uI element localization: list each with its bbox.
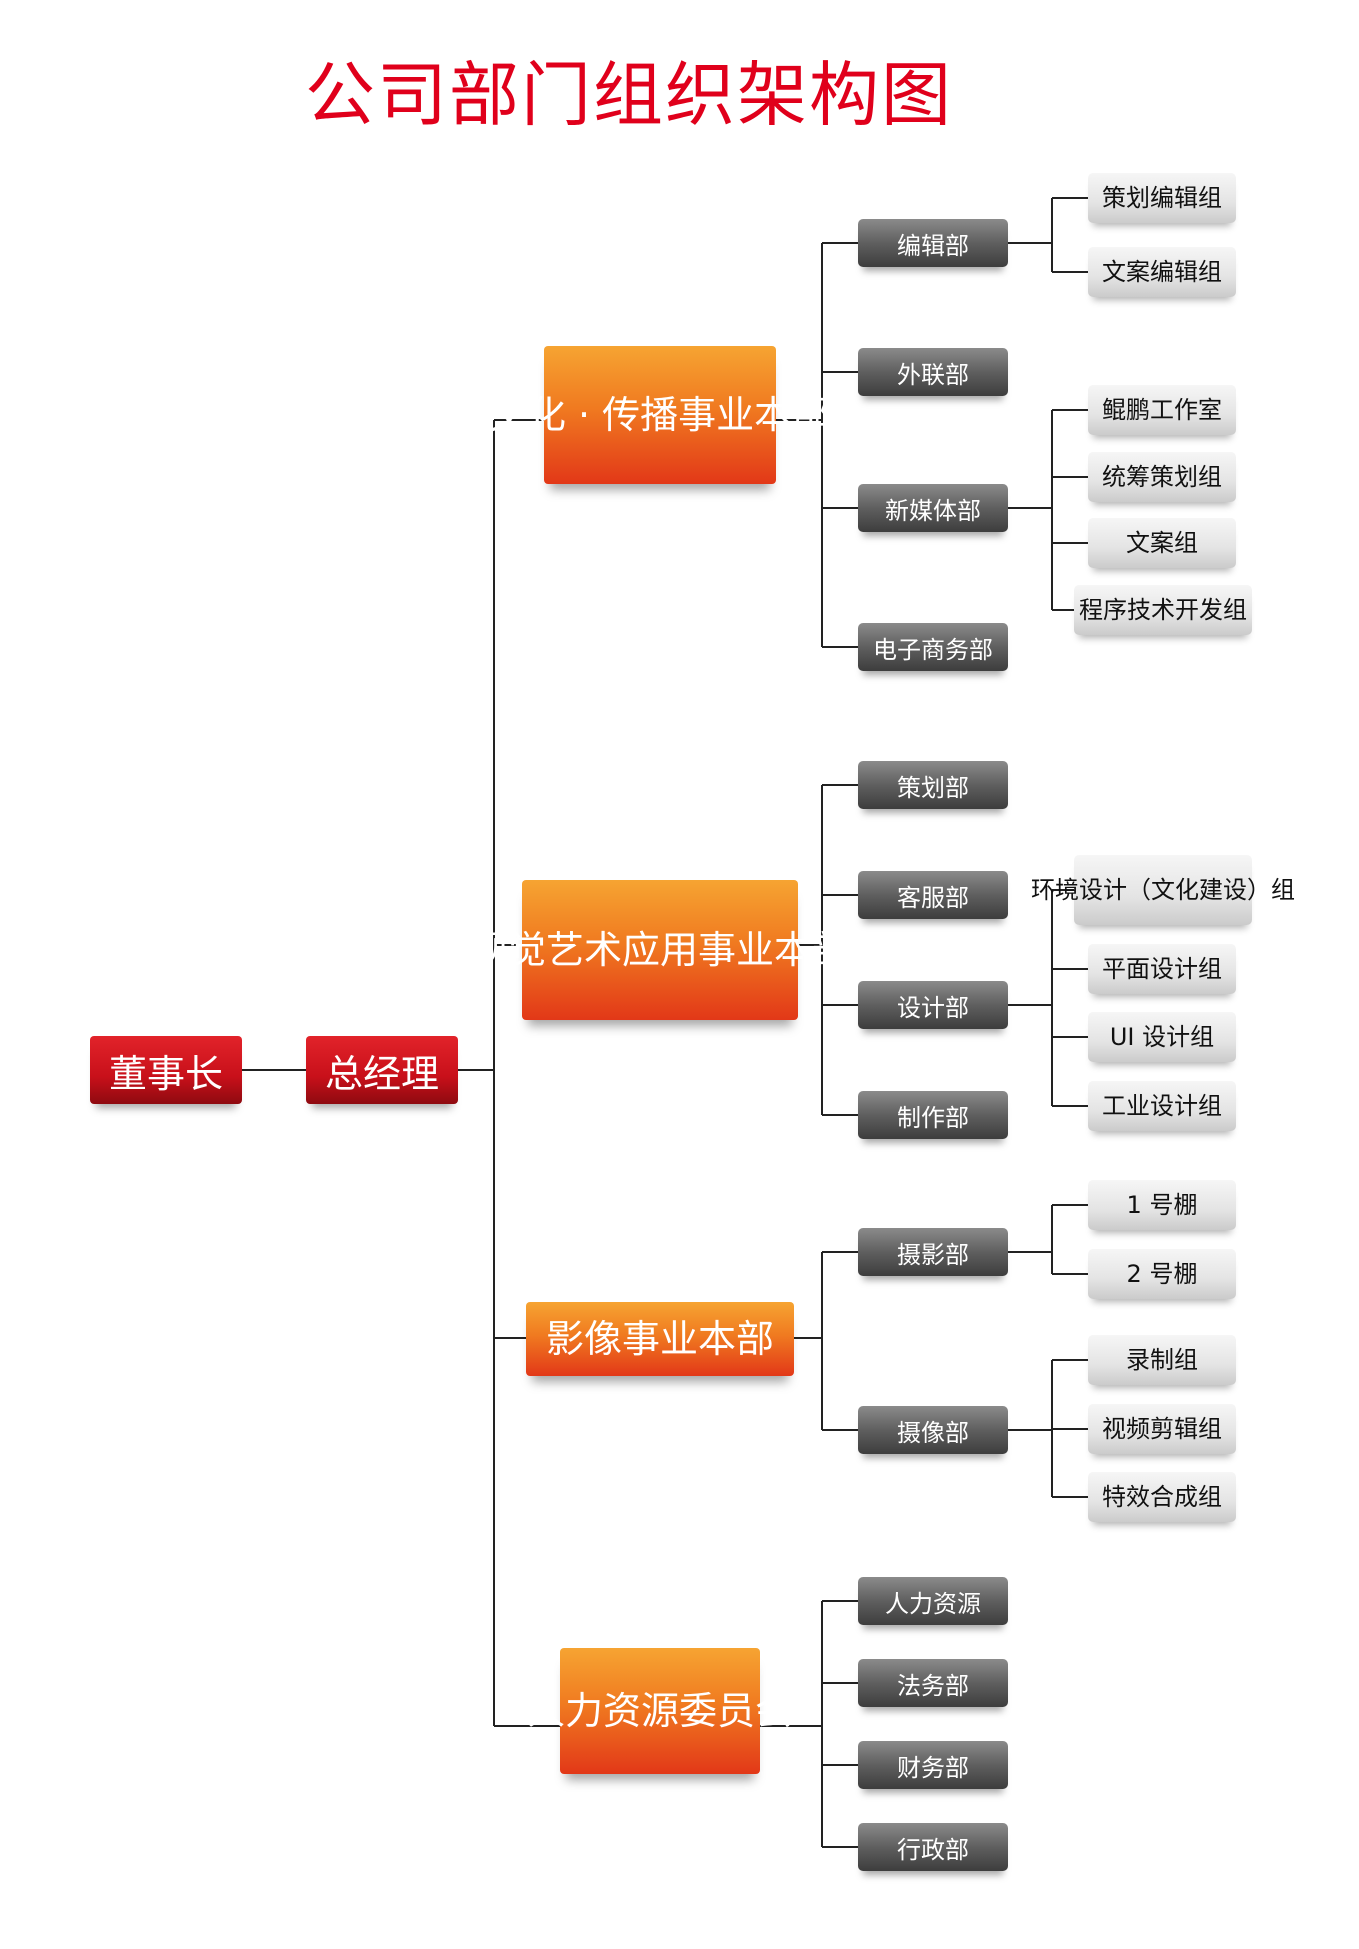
department-node-label: 财务部 xyxy=(897,1753,969,1782)
division-node-label: 应用事业本部 xyxy=(622,928,851,972)
team-node-label: 统筹策划组 xyxy=(1102,463,1222,491)
team-node: 特效合成组 xyxy=(1088,1472,1236,1522)
team-node: 平面设计组 xyxy=(1088,944,1236,994)
department-node-label: 制作部 xyxy=(897,1103,969,1132)
team-node-label: 文案组 xyxy=(1126,529,1198,557)
division-node-label: 文化 · 传播 xyxy=(489,393,679,437)
team-node-label: 录制组 xyxy=(1126,1346,1198,1374)
department-node-label: 编辑部 xyxy=(897,231,969,260)
department-node-label: 客服部 xyxy=(897,883,969,912)
team-node-label: 特效合成组 xyxy=(1102,1483,1222,1511)
general-manager-node: 总经理 xyxy=(306,1036,458,1104)
chart-title: 公司部门组织架构图 xyxy=(305,54,953,136)
team-node-label: 程序技术开发组 xyxy=(1079,596,1247,624)
chairman-node: 董事长 xyxy=(90,1036,242,1104)
department-node: 人力资源 xyxy=(858,1577,1008,1625)
department-node-label: 电子商务部 xyxy=(873,635,993,664)
department-node: 制作部 xyxy=(858,1091,1008,1139)
department-node-label: 行政部 xyxy=(897,1835,969,1864)
team-node: 鲲鹏工作室 xyxy=(1088,385,1236,435)
team-node: 1 号棚 xyxy=(1088,1180,1236,1230)
department-node: 摄影部 xyxy=(858,1228,1008,1276)
department-node: 设计部 xyxy=(858,981,1008,1029)
team-node-label: 鲲鹏工作室 xyxy=(1102,396,1222,424)
division-node-label: 事业本部 xyxy=(678,393,831,437)
team-node: 统筹策划组 xyxy=(1088,452,1236,502)
department-node: 新媒体部 xyxy=(858,484,1008,532)
team-node: 环境设计（文化建设）组 xyxy=(1031,855,1295,925)
team-node: 视频剪辑组 xyxy=(1088,1404,1236,1454)
division-node-label: 视觉艺术 xyxy=(469,928,622,972)
team-node-label: 视频剪辑组 xyxy=(1102,1415,1222,1443)
department-node: 客服部 xyxy=(858,871,1008,919)
team-node: 工业设计组 xyxy=(1088,1081,1236,1131)
department-node: 电子商务部 xyxy=(858,623,1008,671)
department-node: 策划部 xyxy=(858,761,1008,809)
team-node: 文案编辑组 xyxy=(1088,247,1236,297)
team-node-label: 平面设计组 xyxy=(1102,955,1222,983)
department-node-label: 摄影部 xyxy=(897,1240,969,1269)
department-node-label: 设计部 xyxy=(897,993,969,1022)
team-node-label: 策划编辑组 xyxy=(1102,184,1222,212)
department-node-label: 人力资源 xyxy=(885,1589,981,1618)
division-node-label: 影像事业本部 xyxy=(545,1317,774,1361)
department-node-label: 策划部 xyxy=(897,773,969,802)
team-node: UI 设计组 xyxy=(1088,1012,1236,1062)
department-node: 编辑部 xyxy=(858,219,1008,267)
team-node-label: 文案编辑组 xyxy=(1102,258,1222,286)
team-node: 录制组 xyxy=(1088,1335,1236,1385)
team-node-label: 1 号棚 xyxy=(1126,1191,1198,1219)
division-node: 视觉艺术应用事业本部 xyxy=(470,880,850,1020)
team-node-label: 2 号棚 xyxy=(1126,1260,1198,1288)
division-node: 文化 · 传播事业本部 xyxy=(490,346,830,484)
department-node: 外联部 xyxy=(858,348,1008,396)
department-node: 法务部 xyxy=(858,1659,1008,1707)
team-node-label: （文化建设）组 xyxy=(1127,876,1295,904)
department-node-label: 法务部 xyxy=(897,1671,969,1700)
general-manager-node-label: 总经理 xyxy=(324,1051,439,1096)
division-node-label: 委员会 xyxy=(679,1689,794,1733)
team-node-label: UI 设计组 xyxy=(1109,1023,1215,1051)
department-node: 行政部 xyxy=(858,1823,1008,1871)
department-node-label: 新媒体部 xyxy=(885,496,981,525)
team-node: 2 号棚 xyxy=(1088,1249,1236,1299)
team-node-label: 工业设计组 xyxy=(1102,1092,1222,1120)
team-node: 策划编辑组 xyxy=(1088,173,1236,223)
team-node: 程序技术开发组 xyxy=(1074,585,1252,635)
division-node: 影像事业本部 xyxy=(526,1302,794,1376)
chairman-node-label: 董事长 xyxy=(108,1051,223,1096)
department-node: 摄像部 xyxy=(858,1406,1008,1454)
division-node-label: 人力资源 xyxy=(526,1689,679,1733)
team-node: 文案组 xyxy=(1088,518,1236,568)
team-node-label: 环境设计 xyxy=(1031,876,1127,904)
department-node: 财务部 xyxy=(858,1741,1008,1789)
division-node: 人力资源委员会 xyxy=(527,1648,793,1774)
department-node-label: 外联部 xyxy=(897,360,969,389)
department-node-label: 摄像部 xyxy=(897,1418,969,1447)
